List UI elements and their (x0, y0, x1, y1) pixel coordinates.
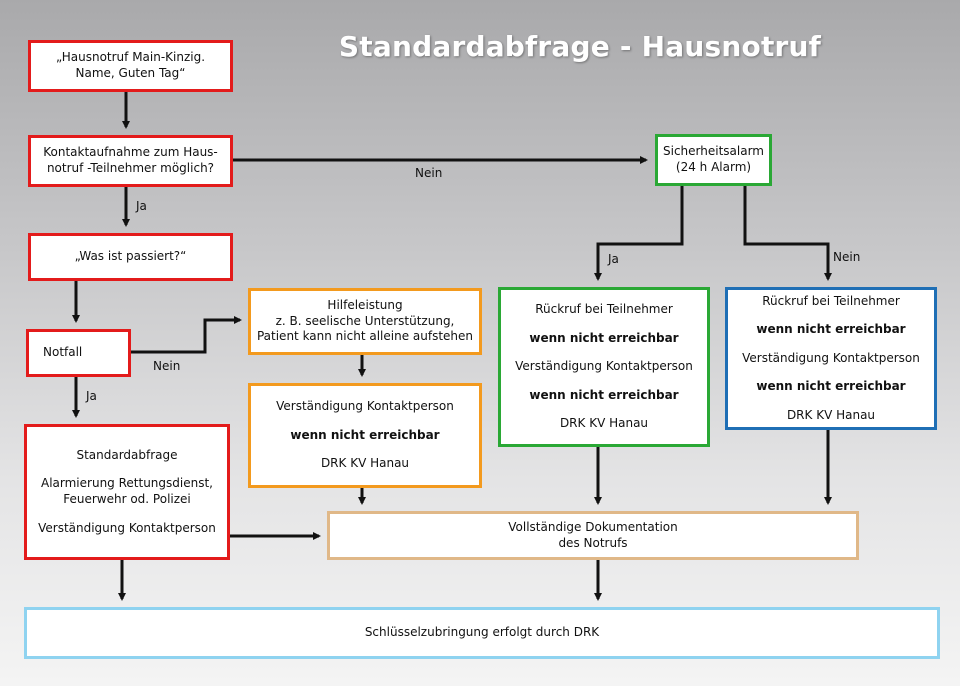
page-title: Standardabfrage - Hausnotruf (338, 30, 822, 63)
label-contact-ja: Ja (136, 199, 147, 213)
what-happened-box: „Was ist passiert?“ (28, 233, 233, 281)
rueckruf-blue-line-1: Rückruf bei Teilnehmer (762, 293, 900, 308)
label-sicherheit-nein: Nein (833, 250, 861, 264)
doku-box: Vollständige Dokumentation des Notrufs (327, 511, 859, 560)
arrow-notfall-hilfe (131, 316, 242, 354)
doku-line-1: Vollständige Dokumentation (508, 519, 678, 534)
arrow-sicherheit-blue (743, 186, 832, 281)
hilfe-box: Hilfeleistung z. B. seelische Unterstütz… (248, 288, 482, 355)
kontakt-orange-line-1: Verständigung Kontaktperson (276, 399, 454, 414)
standard-line-3: Feuerwehr od. Polizei (63, 492, 191, 506)
kontakt-orange-line-3: DRK KV Hanau (320, 456, 410, 471)
standard-line-2: Alarmierung Rettungsdienst, (41, 476, 213, 491)
kontakt-orange-box: Verständigung Kontaktperson wenn nicht e… (248, 383, 482, 488)
rueckruf-blue-line-2: wenn nicht erreichbar (756, 322, 906, 337)
greeting-box: „Hausnotruf Main-Kinzig. Name, Guten Tag… (28, 40, 233, 92)
doku-line-2: des Notrufs (558, 535, 628, 550)
rueckruf-blue-line-3: Verständigung Kontaktperson (742, 350, 920, 365)
kontakt-orange-line-2: wenn nicht erreichbar (290, 427, 440, 442)
schluessel-box: Schlüsselzubringung erfolgt durch DRK (24, 607, 940, 659)
notfall-text: Notfall (43, 345, 83, 360)
schluessel-text: Schlüsselzubringung erfolgt durch DRK (364, 625, 600, 640)
standard-box: Standardabfrage Alarmierung Rettungsdien… (24, 424, 230, 560)
rueckruf-blue-line-5: DRK KV Hanau (786, 407, 876, 422)
rueckruf-green-line-3: Verständigung Kontaktperson (515, 359, 693, 374)
rueckruf-green-line-4: wenn nicht erreichbar (529, 387, 679, 402)
what-happened-text: „Was ist passiert?“ (74, 249, 187, 264)
label-notfall-nein: Nein (153, 359, 181, 373)
rueckruf-blue-line-4: wenn nicht erreichbar (756, 379, 906, 394)
standard-line-1: Standardabfrage (76, 447, 178, 462)
rueckruf-blue-box: Rückruf bei Teilnehmer wenn nicht erreic… (725, 287, 937, 430)
notfall-box: Notfall (26, 329, 131, 377)
standard-line-4: Verständigung Kontaktperson (38, 520, 216, 535)
hilfe-line-2: z. B. seelische Unterstützung, (275, 313, 455, 328)
sicherheit-line-2: (24 h Alarm) (675, 160, 752, 174)
rueckruf-green-line-1: Rückruf bei Teilnehmer (535, 302, 673, 317)
label-sicherheit-ja: Ja (608, 252, 619, 266)
arrow-sicherheit-green (594, 186, 684, 281)
sicherheit-line-1: Sicherheitsalarm (663, 144, 764, 159)
label-notfall-ja: Ja (86, 389, 97, 403)
contact-box: Kontaktaufnahme zum Haus- notruf -Teilne… (28, 135, 233, 187)
rueckruf-green-box: Rückruf bei Teilnehmer wenn nicht erreic… (498, 287, 710, 447)
rueckruf-green-line-2: wenn nicht erreichbar (529, 330, 679, 345)
contact-line-1: Kontaktaufnahme zum Haus- (43, 145, 218, 160)
sicherheit-box: Sicherheitsalarm (24 h Alarm) (655, 134, 772, 186)
contact-line-2: notruf -Teilnehmer möglich? (46, 161, 215, 175)
label-contact-nein: Nein (415, 166, 443, 180)
hilfe-line-1: Hilfeleistung (327, 298, 403, 313)
greeting-line-2: Name, Guten Tag“ (75, 66, 186, 80)
rueckruf-green-line-5: DRK KV Hanau (559, 416, 649, 431)
greeting-line-1: „Hausnotruf Main-Kinzig. (55, 50, 206, 65)
hilfe-line-3: Patient kann nicht alleine aufstehen (256, 329, 474, 344)
